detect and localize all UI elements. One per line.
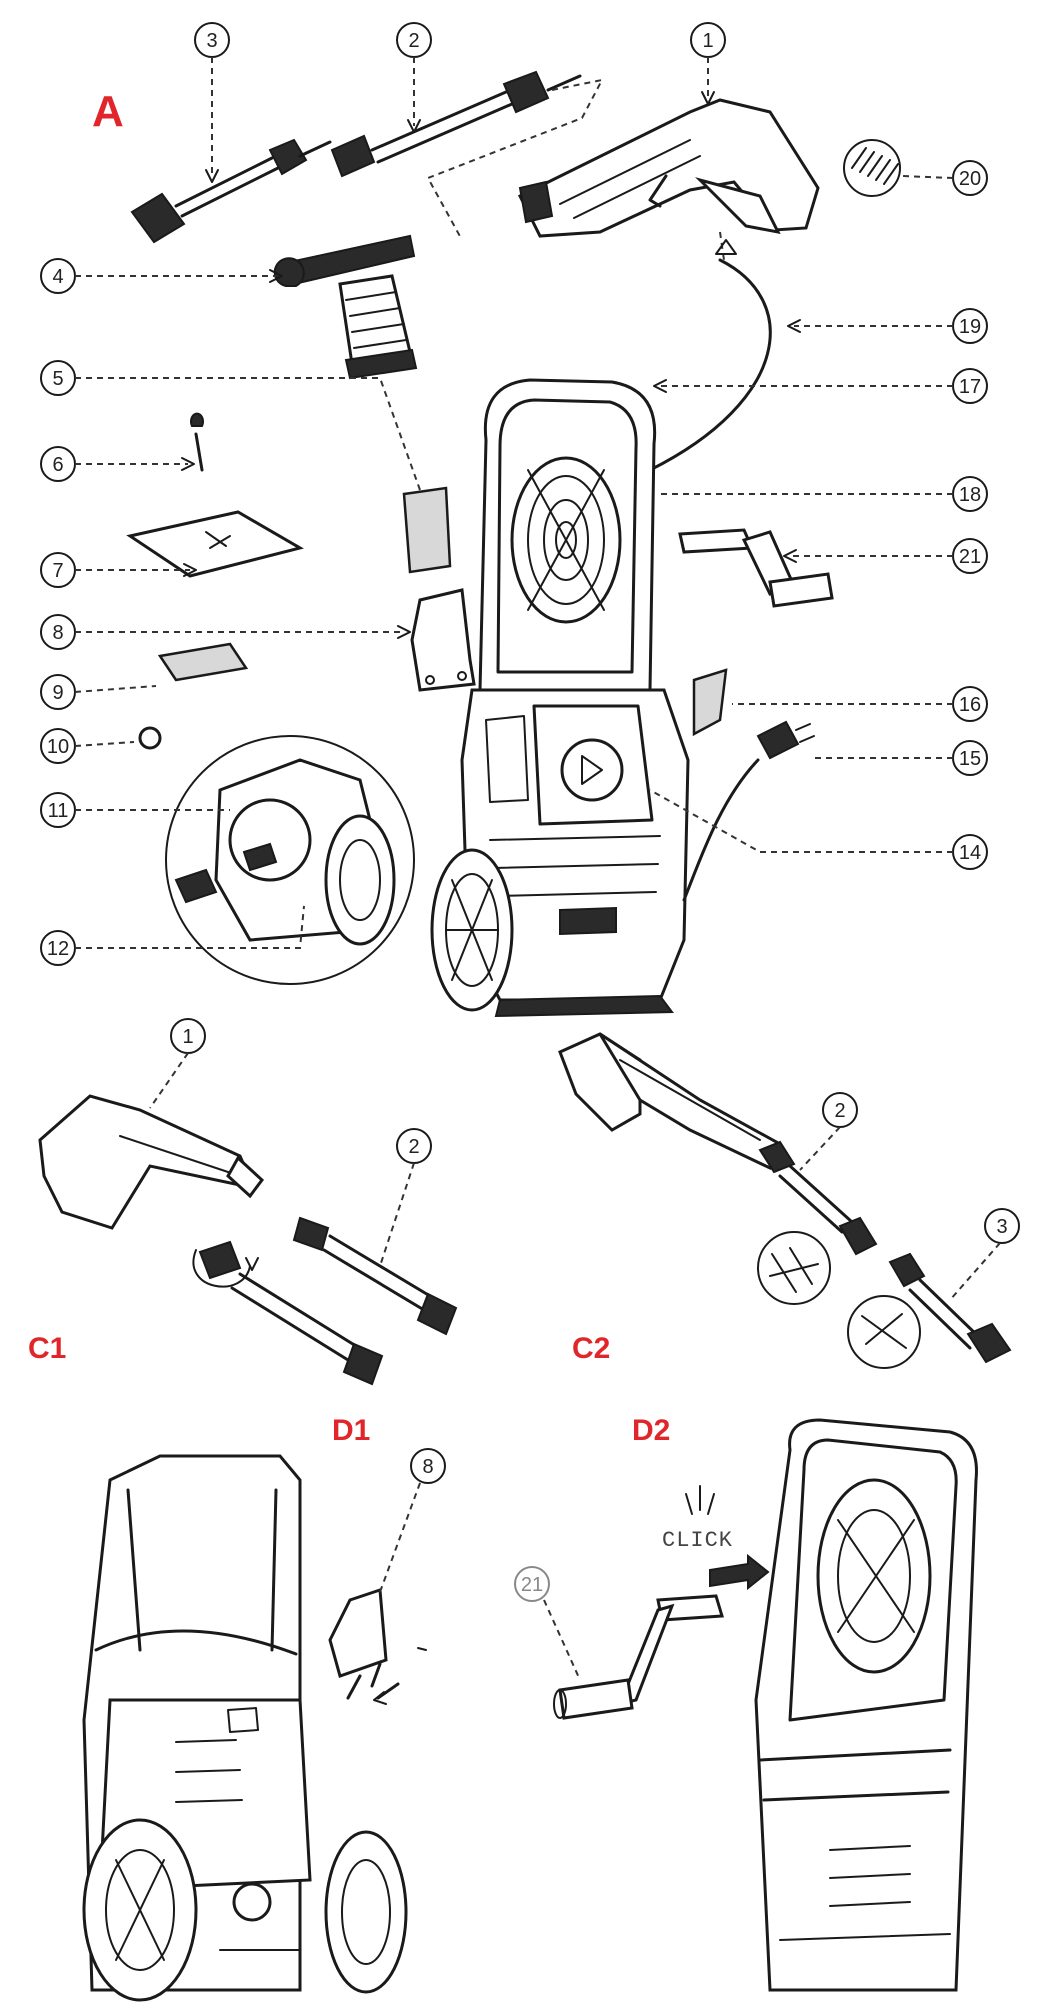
callout-19: 19: [787, 308, 988, 344]
d1-callout-8: 8: [379, 1448, 446, 1593]
callout-9: 9: [40, 674, 157, 710]
svg-text:8: 8: [52, 622, 63, 644]
svg-text:3: 3: [206, 30, 217, 52]
svg-text:9: 9: [52, 682, 63, 704]
callout-21: 21: [783, 538, 988, 574]
svg-text:2: 2: [408, 1136, 419, 1158]
svg-text:18: 18: [959, 484, 981, 506]
c2-callout-2: 2: [799, 1092, 858, 1171]
callout-5: 5: [40, 360, 421, 491]
section-label-d2: D2: [632, 1414, 670, 1447]
callout-12: 12: [40, 905, 305, 966]
svg-text:10: 10: [47, 736, 69, 758]
svg-text:5: 5: [52, 368, 63, 390]
svg-text:4: 4: [52, 266, 63, 288]
callout-1: 1: [690, 22, 726, 105]
svg-text:3: 3: [996, 1216, 1007, 1238]
callout-17: 17: [653, 368, 988, 404]
svg-text:1: 1: [702, 30, 713, 52]
d1-body-rear-view: [82, 1454, 427, 2002]
callout-10: 10: [40, 728, 135, 764]
c1-callout-1: 1: [149, 1018, 206, 1109]
part-6-cleaning-pin: [194, 432, 204, 472]
svg-text:7: 7: [52, 560, 63, 582]
detail-zoom-circle: [165, 735, 415, 985]
svg-text:14: 14: [959, 842, 981, 864]
svg-text:2: 2: [834, 1100, 845, 1122]
callout-14: 14: [649, 789, 988, 870]
click-sound-lines: [685, 1485, 715, 1515]
svg-text:11: 11: [48, 800, 69, 822]
part-19-hose: [648, 258, 772, 472]
part-15-power-plug: [682, 720, 815, 902]
svg-text:20: 20: [959, 168, 981, 190]
svg-text:12: 12: [47, 938, 69, 960]
main-unit-body: [430, 378, 690, 1018]
c1-gun-assembly: [38, 1094, 458, 1386]
part-10-cap: [138, 726, 162, 750]
c2-callout-3: 3: [949, 1208, 1020, 1301]
part-3-short-lance: [130, 138, 332, 244]
callout-18: 18: [656, 476, 988, 512]
svg-text:19: 19: [959, 316, 981, 338]
part-2-long-lance: [330, 70, 582, 178]
svg-text:8: 8: [422, 1456, 433, 1478]
part-7-manual: [126, 510, 304, 578]
svg-text:17: 17: [959, 376, 981, 398]
part-20-spring: [843, 139, 901, 197]
section-label-c2: C2: [572, 1332, 610, 1365]
section-label-c1: C1: [28, 1332, 66, 1365]
part-5-bracket: [402, 486, 452, 574]
svg-text:2: 2: [408, 30, 419, 52]
section-label-a: A: [92, 87, 124, 136]
svg-text:21: 21: [959, 546, 981, 568]
svg-text:15: 15: [959, 748, 981, 770]
svg-text:1: 1: [182, 1026, 193, 1048]
svg-text:6: 6: [52, 454, 63, 476]
part-16-clip: [692, 668, 728, 737]
callout-2: 2: [396, 22, 432, 133]
callout-8: 8: [40, 614, 411, 650]
callout-11: 11: [40, 792, 230, 828]
callout-7: 7: [40, 552, 197, 588]
callout-15: 15: [812, 740, 988, 776]
part-4-foam-cannon: [273, 234, 418, 380]
callout-6: 6: [40, 446, 195, 482]
part-1-trigger-gun: [517, 98, 820, 238]
click-annotation: CLICK: [662, 1528, 733, 1553]
callout-3: 3: [194, 22, 230, 183]
svg-text:16: 16: [959, 694, 981, 716]
section-label-d1: D1: [332, 1414, 370, 1447]
d2-crank-handle: [553, 1594, 724, 1720]
callout-16: 16: [732, 686, 988, 722]
part-21-crank-handle: [678, 528, 834, 608]
d2-body-side-view: [709, 1418, 978, 1992]
svg-text:21: 21: [521, 1574, 543, 1596]
c2-gun-assembly: [558, 1032, 1012, 1369]
part-9-label-sheet: [157, 642, 249, 682]
part-8-holder: [410, 588, 476, 692]
d2-callout-21: 21: [514, 1566, 581, 1681]
callout-4: 4: [40, 258, 283, 294]
c1-callout-2: 2: [379, 1128, 432, 1267]
callout-20: 20: [901, 160, 988, 196]
